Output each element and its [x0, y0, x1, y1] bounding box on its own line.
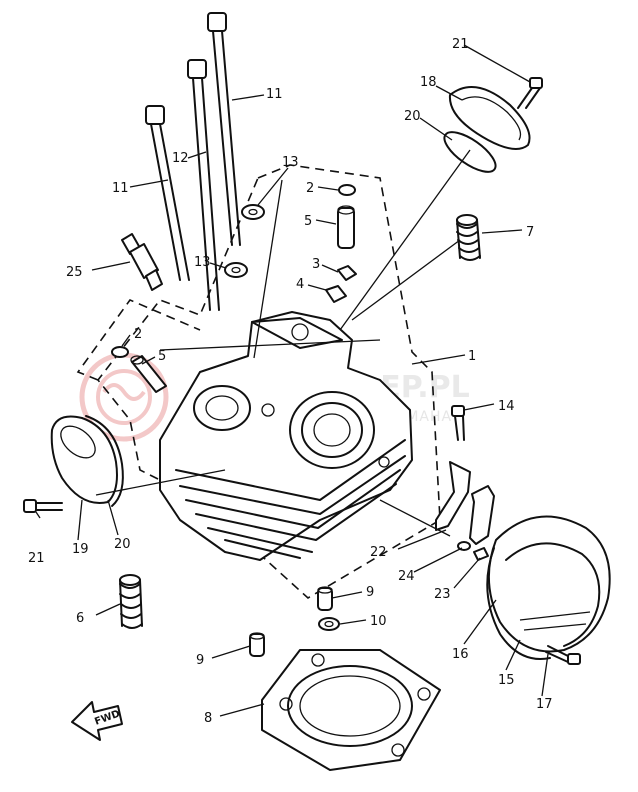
callout-20-left: 20 — [114, 537, 131, 552]
tappet-cover-right — [487, 515, 611, 653]
spring-right — [456, 214, 481, 261]
head-bolt-long-left — [145, 105, 190, 281]
bracket — [435, 461, 495, 545]
callout-14: 14 — [498, 399, 515, 414]
callout-19: 19 — [72, 542, 89, 557]
callout-5-upper: 5 — [304, 214, 312, 229]
side-cover-top — [448, 86, 531, 150]
cylinder-head — [159, 311, 413, 561]
callout-12: 12 — [172, 151, 189, 166]
callout-9-right: 9 — [366, 585, 374, 600]
o-ring-10 — [318, 617, 340, 631]
spark-plug — [121, 233, 163, 291]
dowel-pin-right — [317, 586, 333, 611]
callout-9-left: 9 — [196, 653, 204, 668]
callout-labels: 21 18 20 11 12 11 13 2 5 7 25 13 3 4 2 5… — [28, 37, 553, 726]
spring-left — [119, 574, 143, 629]
valve-cap-left — [111, 346, 129, 358]
callout-2-left: 2 — [134, 327, 142, 342]
callout-6: 6 — [76, 611, 84, 626]
callout-7: 7 — [526, 225, 534, 240]
gasket-right — [486, 547, 551, 660]
valve-guide-left — [130, 355, 167, 393]
locknut — [325, 285, 347, 303]
washer-lower — [224, 262, 248, 278]
dowel-pin-left — [249, 632, 265, 657]
bolt-23 — [473, 547, 489, 561]
gasket-left — [85, 415, 124, 507]
callout-13-upper: 13 — [282, 155, 299, 170]
callout-10: 10 — [370, 614, 387, 629]
leader-lines — [35, 44, 549, 717]
callout-13-lower: 13 — [194, 255, 211, 270]
callout-21-left: 21 — [28, 551, 45, 566]
callout-11-left: 11 — [112, 181, 129, 196]
tappet-adjuster — [337, 265, 357, 281]
callout-4: 4 — [296, 277, 304, 292]
callout-20-top: 20 — [404, 109, 421, 124]
valve-cap-upper — [338, 184, 356, 196]
callout-16: 16 — [452, 647, 469, 662]
valve-guide-upper — [337, 205, 355, 249]
callout-8: 8 — [204, 711, 212, 726]
bolt-14 — [451, 405, 465, 441]
callout-1: 1 — [468, 349, 476, 364]
head-gasket — [261, 649, 441, 771]
callout-17: 17 — [536, 697, 553, 712]
washer-upper — [241, 204, 265, 220]
callout-3: 3 — [312, 257, 320, 272]
side-cover-left — [50, 415, 118, 504]
bolt-top — [517, 77, 543, 109]
callout-24: 24 — [398, 569, 415, 584]
callout-22: 22 — [370, 545, 387, 560]
callout-25: 25 — [66, 265, 83, 280]
callout-23: 23 — [434, 587, 451, 602]
callout-11-right: 11 — [266, 87, 283, 102]
bolt-left — [23, 499, 63, 513]
fwd-arrow-icon: FWD — [71, 701, 123, 741]
callout-5-left: 5 — [158, 349, 166, 364]
callout-18: 18 — [420, 75, 437, 90]
head-bolt-long-center — [187, 59, 220, 311]
callout-21-top: 21 — [452, 37, 469, 52]
callout-15: 15 — [498, 673, 515, 688]
callout-2-upper: 2 — [306, 181, 314, 196]
bolt-17 — [545, 645, 581, 665]
head-bolt-long-right — [207, 12, 241, 246]
